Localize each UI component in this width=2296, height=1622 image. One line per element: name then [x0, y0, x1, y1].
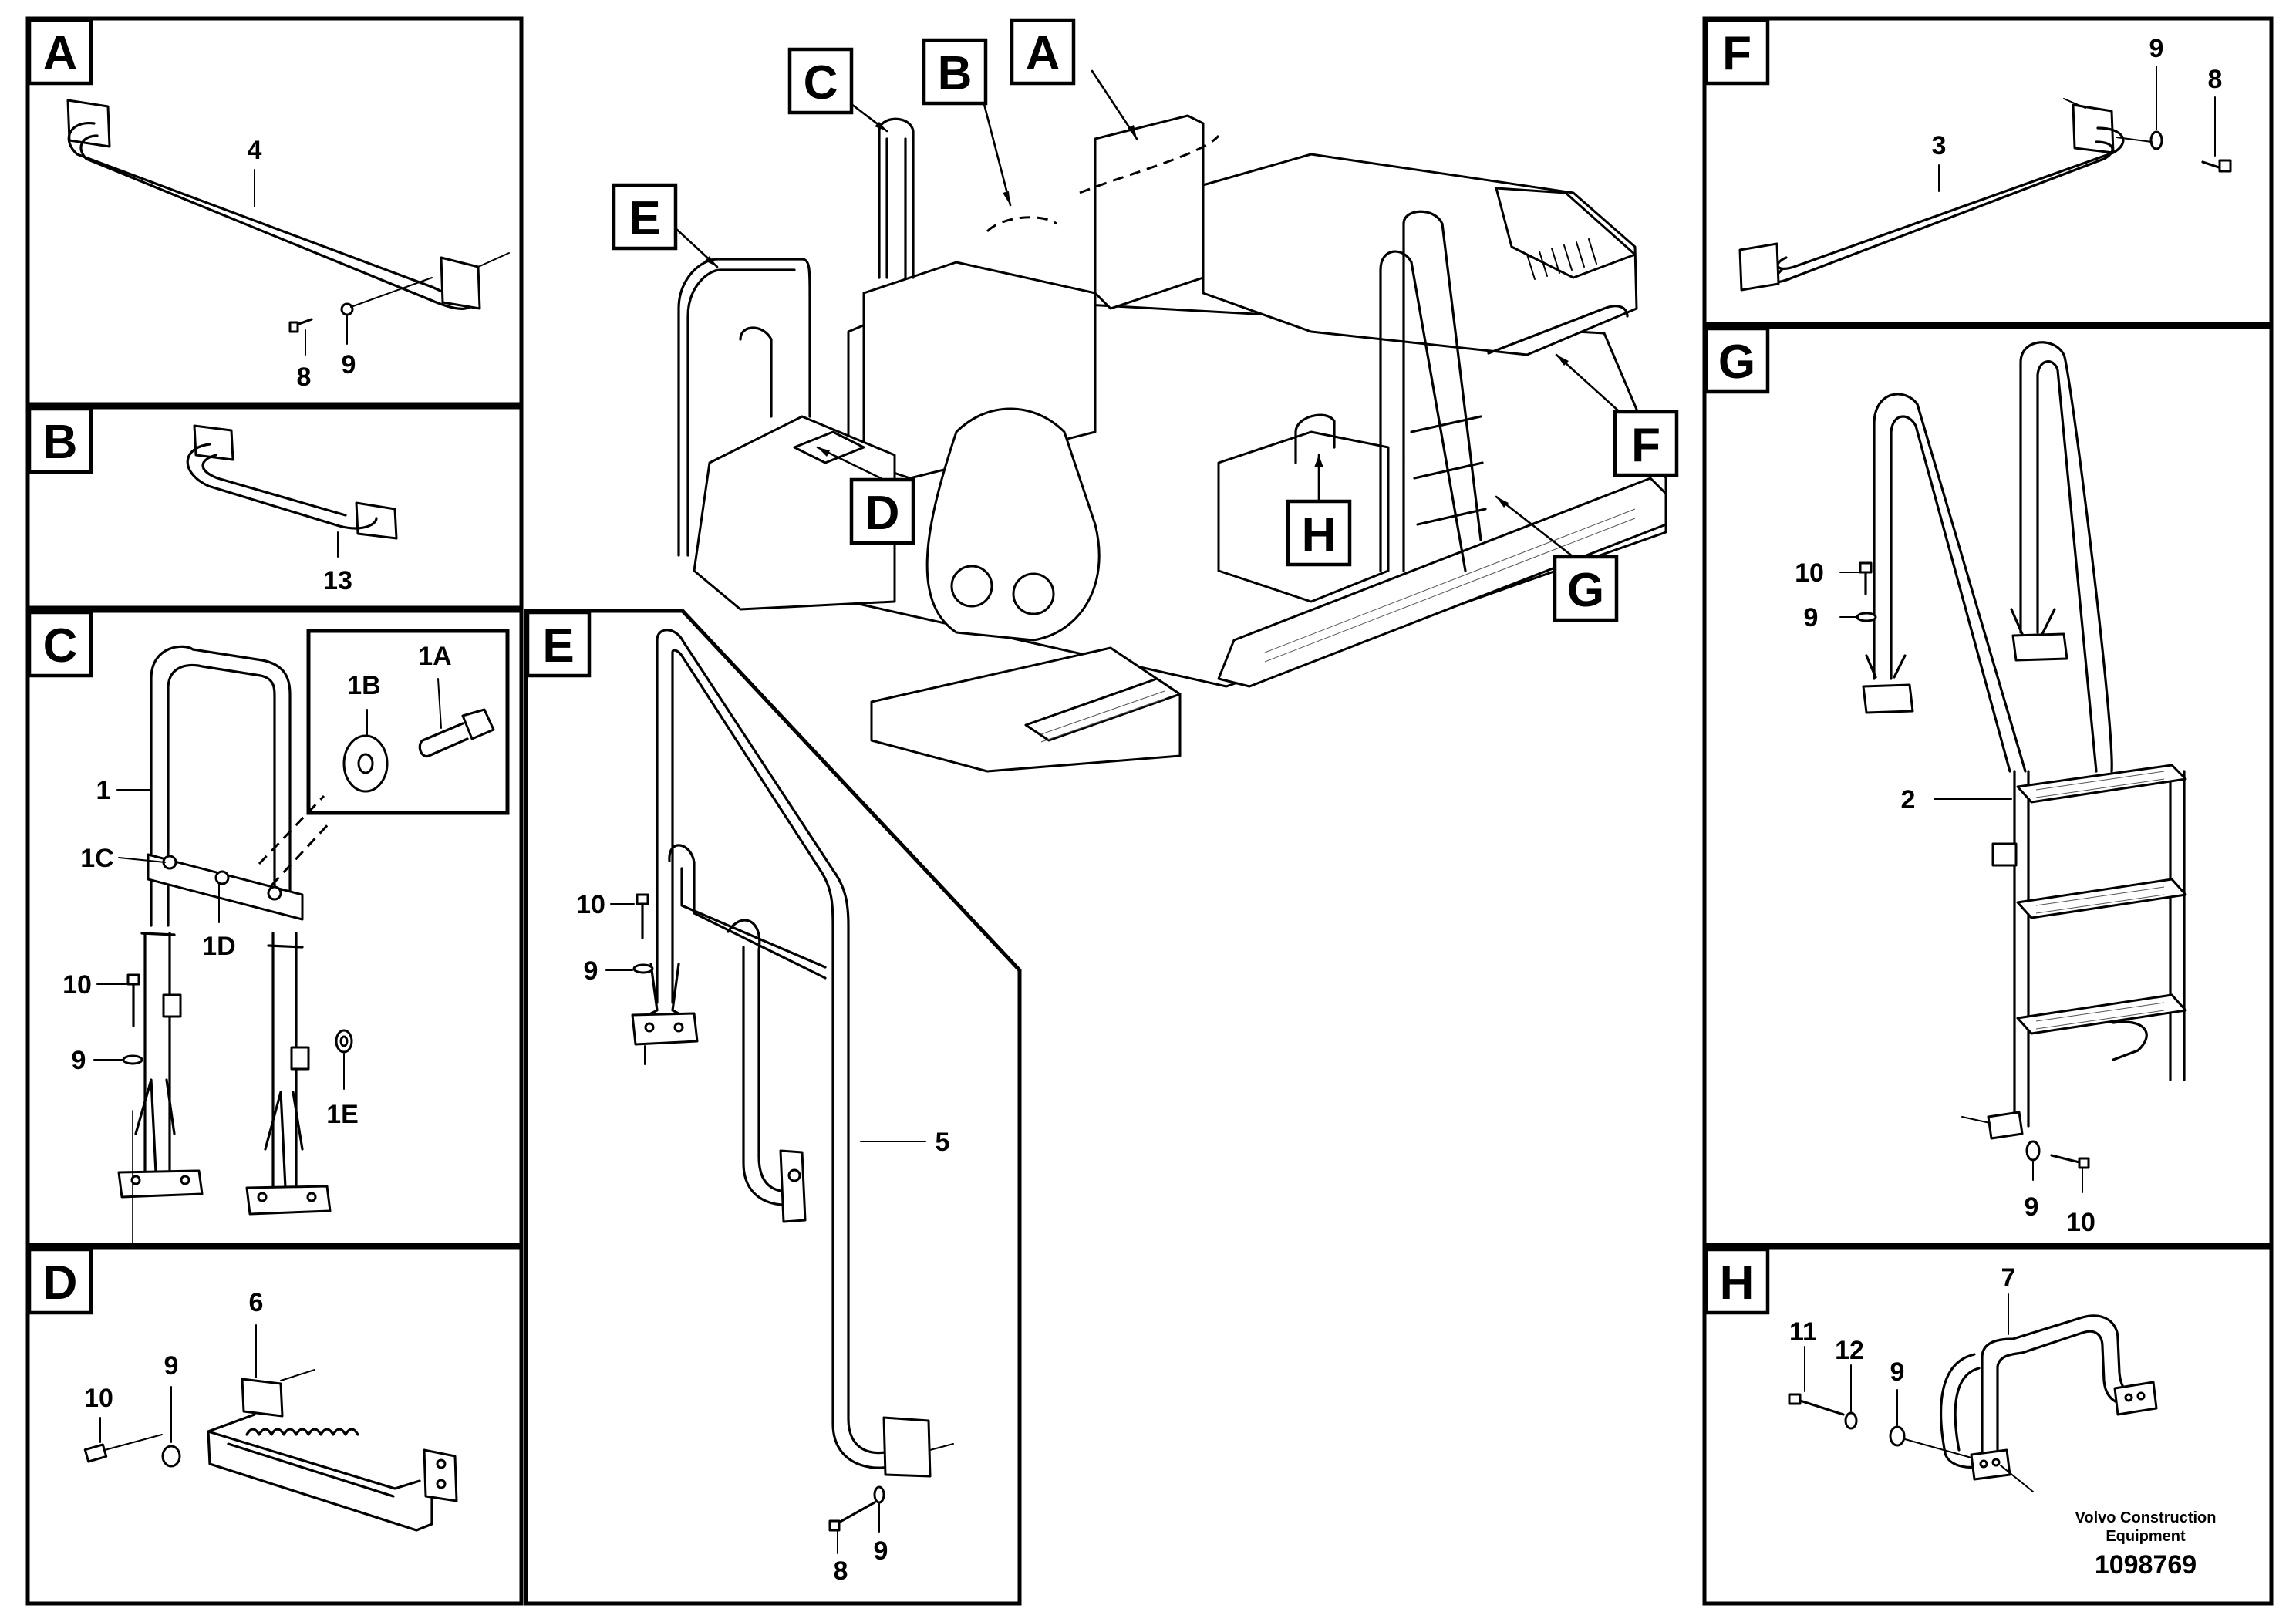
svg-text:9: 9 [72, 1046, 86, 1075]
machine-overview-drawing [677, 114, 1667, 773]
svg-text:9: 9 [1804, 603, 1819, 632]
callout-a: A [1010, 18, 1076, 86]
svg-text:9: 9 [2025, 1192, 2039, 1222]
callout-c: C [787, 47, 854, 115]
callout-g: G [1553, 555, 1619, 622]
svg-text:8: 8 [2208, 65, 2223, 94]
svg-text:6: 6 [249, 1288, 264, 1317]
svg-text:2: 2 [1901, 785, 1916, 814]
panel-e-handrail: 10 9 5 8 9 [576, 629, 954, 1586]
overview-callouts: A B C D E F [612, 18, 1679, 622]
svg-text:9: 9 [2149, 34, 2164, 63]
svg-text:11: 11 [1789, 1317, 1817, 1347]
svg-text:A: A [43, 27, 78, 80]
svg-text:9: 9 [164, 1351, 179, 1381]
section-tag-a: A [27, 18, 93, 86]
callout-d: D [849, 477, 915, 545]
svg-text:D: D [865, 487, 900, 540]
panel-c-handrail-assembly: 1B 1A 1 1C 1D 10 9 1E [62, 629, 510, 1249]
svg-text:12: 12 [1835, 1336, 1864, 1365]
brand-line-1: Volvo Construction [2075, 1509, 2217, 1526]
svg-text:4: 4 [248, 136, 262, 165]
svg-text:13: 13 [323, 566, 352, 595]
panel-g-ladder: 10 9 2 9 10 [1795, 341, 2187, 1237]
footer-brand: Volvo Construction Equipment 1098769 [2075, 1509, 2217, 1580]
svg-text:H: H [1302, 508, 1337, 561]
ladder-treads [2016, 764, 2187, 1035]
callout-e: E [612, 183, 678, 251]
panel-a-handrail: 4 8 9 [66, 99, 510, 392]
svg-text:1E: 1E [326, 1100, 359, 1129]
section-tag-d: D [27, 1247, 93, 1315]
callout-b: B [922, 38, 988, 106]
lower-grating [1040, 690, 1165, 743]
svg-text:9: 9 [584, 956, 598, 986]
svg-text:F: F [1722, 27, 1752, 80]
section-tag-f: F [1704, 18, 1770, 86]
svg-text:A: A [1026, 27, 1060, 80]
svg-text:1D: 1D [202, 932, 235, 961]
svg-text:5: 5 [936, 1128, 950, 1157]
svg-text:9: 9 [342, 350, 356, 379]
svg-text:1C: 1C [80, 844, 113, 873]
callout-f: F [1613, 410, 1679, 477]
section-tag-b: B [27, 406, 93, 474]
svg-text:10: 10 [62, 970, 92, 1000]
section-tags: A B C D E F G H [27, 18, 1770, 1315]
svg-text:H: H [1720, 1256, 1755, 1310]
svg-text:1: 1 [96, 776, 111, 805]
brand-line-2: Equipment [2106, 1528, 2186, 1545]
section-tag-h: H [1704, 1247, 1770, 1315]
svg-text:E: E [542, 619, 574, 673]
svg-text:1B: 1B [347, 671, 380, 700]
svg-text:B: B [43, 416, 78, 469]
svg-text:D: D [43, 1256, 78, 1310]
panel-b-grab-handle: 13 [186, 424, 398, 595]
section-tag-g: G [1704, 326, 1770, 394]
panel-h-handle: 7 11 12 9 [1788, 1263, 2158, 1492]
svg-text:B: B [938, 47, 973, 100]
svg-text:9: 9 [874, 1536, 888, 1566]
svg-text:G: G [1567, 564, 1604, 617]
svg-text:8: 8 [834, 1556, 848, 1586]
svg-text:F: F [1631, 419, 1660, 472]
section-tag-c: C [27, 610, 93, 678]
panel-d-step: 6 9 10 [83, 1288, 458, 1532]
svg-text:G: G [1718, 336, 1755, 389]
svg-text:9: 9 [1890, 1357, 1905, 1387]
figure-number: 1098769 [2095, 1550, 2197, 1580]
svg-text:C: C [804, 56, 838, 110]
svg-text:7: 7 [2001, 1263, 2016, 1293]
svg-text:C: C [43, 619, 78, 673]
section-tag-e: E [525, 610, 592, 678]
svg-text:10: 10 [1795, 558, 1824, 588]
svg-text:10: 10 [576, 890, 605, 919]
panel-f-handrail: 3 8 9 [1738, 34, 2232, 292]
svg-text:3: 3 [1932, 131, 1947, 160]
svg-text:10: 10 [84, 1384, 113, 1413]
svg-text:8: 8 [297, 363, 312, 392]
hood-grille [1526, 238, 1597, 280]
svg-text:10: 10 [2066, 1208, 2095, 1237]
svg-text:1A: 1A [418, 642, 451, 671]
callout-h: H [1286, 499, 1352, 567]
panel-frames [25, 16, 2274, 1606]
walkway-grating [1264, 508, 1636, 663]
svg-text:E: E [629, 192, 660, 245]
